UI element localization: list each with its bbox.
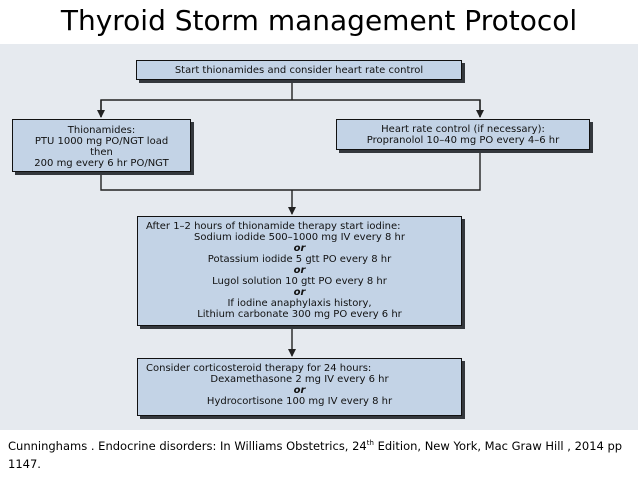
thionamides-heading: Thionamides: [67,125,136,136]
iodine-or-1: or [293,243,306,254]
iodine-line-5: Lithium carbonate 300 mg PO every 6 hr [197,309,402,320]
page-title: Thyroid Storm management Protocol [60,4,578,37]
citation-superscript: th [366,439,374,448]
citation-text-end: Edition, New York, Mac Graw Hill , 2014 … [8,439,623,471]
iodine-or-3: or [293,287,306,298]
heart-rate-box: Heart rate control (if necessary): Propr… [336,119,590,150]
corticosteroid-or-1: or [293,385,306,396]
iodine-heading: After 1–2 hours of thionamide therapy st… [146,221,401,232]
citation: Cunninghams . Endocrine disorders: In Wi… [8,437,630,473]
start-thionamides-box: Start thionamides and consider heart rat… [136,60,462,80]
thionamides-box: Thionamides: PTU 1000 mg PO/NGT load the… [12,119,191,172]
iodine-line-4: If iodine anaphylaxis history, [227,298,372,309]
iodine-line-2: Potassium iodide 5 gtt PO every 8 hr [207,254,392,265]
corticosteroid-line-1: Dexamethasone 2 mg IV every 6 hr [210,374,389,385]
heart-rate-heading: Heart rate control (if necessary): [381,124,545,135]
iodine-or-2: or [293,265,306,276]
thionamides-line-1: PTU 1000 mg PO/NGT load [34,136,169,147]
start-thionamides-label: Start thionamides and consider heart rat… [174,65,424,76]
iodine-box: After 1–2 hours of thionamide therapy st… [137,216,462,326]
citation-text: Cunninghams . Endocrine disorders: In Wi… [8,439,367,453]
iodine-line-3: Lugol solution 10 gtt PO every 8 hr [212,276,387,287]
thionamides-line-3: 200 mg every 6 hr PO/NGT [34,158,169,169]
corticosteroid-heading: Consider corticosteroid therapy for 24 h… [146,363,372,374]
corticosteroid-line-2: Hydrocortisone 100 mg IV every 8 hr [206,396,393,407]
corticosteroid-box: Consider corticosteroid therapy for 24 h… [137,358,462,416]
heart-rate-line-1: Propranolol 10–40 mg PO every 4–6 hr [366,135,560,146]
iodine-line-1: Sodium iodide 500–1000 mg IV every 8 hr [194,232,405,243]
thionamides-line-2: then [90,147,113,158]
